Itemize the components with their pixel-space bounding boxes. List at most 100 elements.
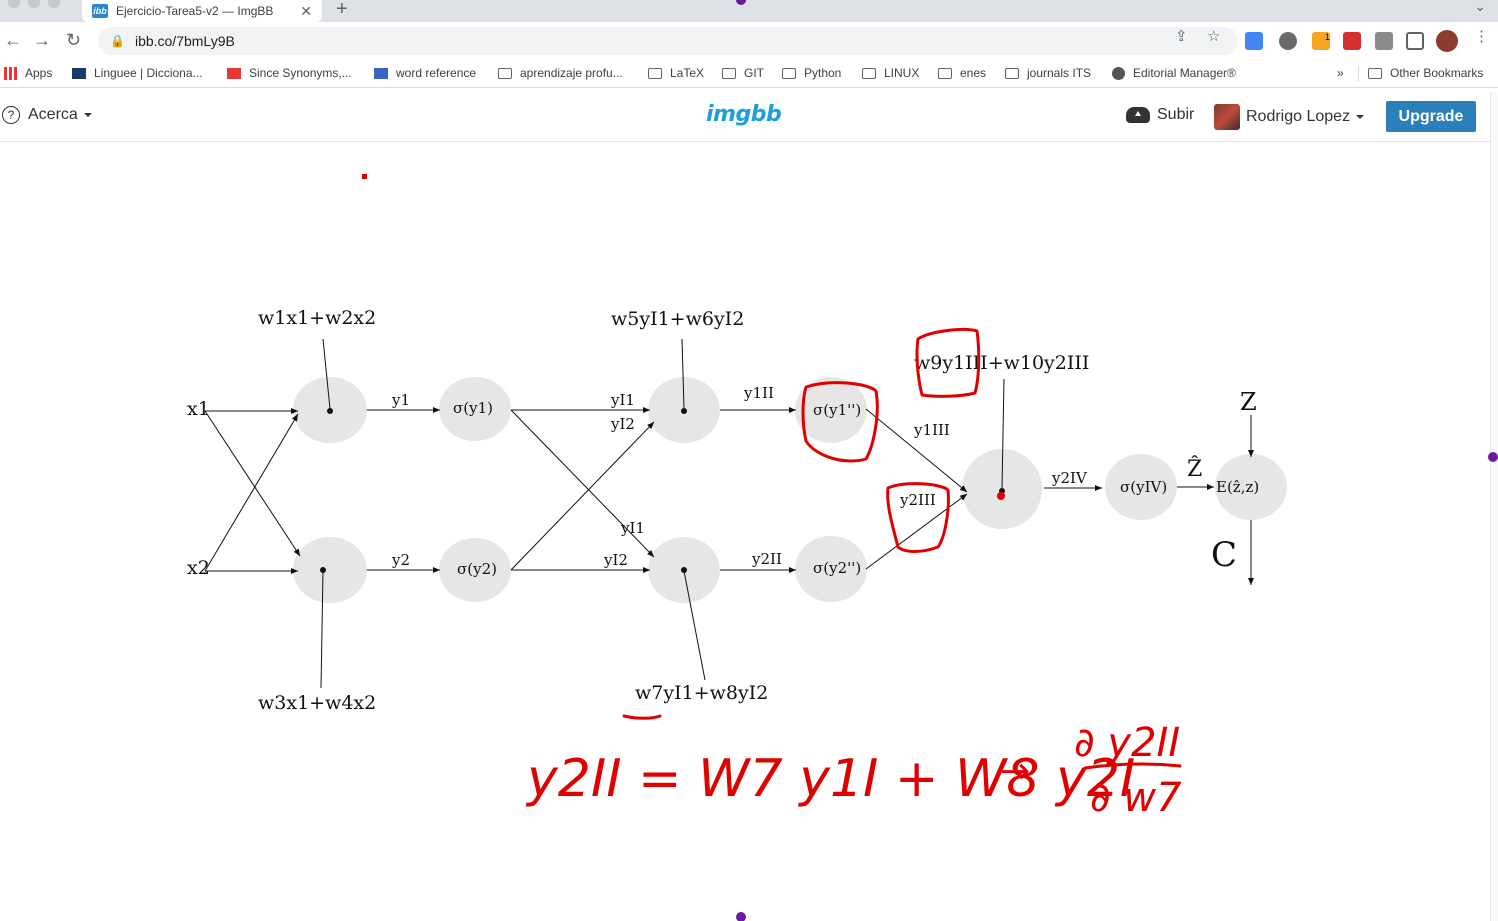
synonyms-icon bbox=[227, 67, 241, 79]
sigma-y1-label: σ(y1) bbox=[453, 399, 493, 417]
folder-icon bbox=[1005, 67, 1019, 79]
bookmark-editorial-manager[interactable]: Editorial Manager® bbox=[1112, 66, 1236, 80]
window-resize-handle[interactable] bbox=[1488, 452, 1498, 462]
tab-strip: ibb Ejercicio-Tarea5-v2 — ImgBB ✕ + ⌄ bbox=[0, 0, 1498, 22]
lock-icon: 🔒 bbox=[110, 34, 125, 48]
target-z-label: Z bbox=[1240, 388, 1257, 416]
y2IV-label: y2IV bbox=[1051, 469, 1088, 487]
profile-avatar-icon[interactable] bbox=[1436, 30, 1458, 52]
browser-tab[interactable]: ibb Ejercicio-Tarea5-v2 — ImgBB ✕ bbox=[82, 0, 322, 22]
imgbb-logo[interactable]: imgbb bbox=[706, 102, 782, 127]
folder-icon bbox=[1368, 67, 1382, 79]
sum1-label: w1x1+w2x2 bbox=[258, 307, 376, 329]
handwritten-numerator: ∂ y2II bbox=[1074, 720, 1180, 766]
side-panel-icon[interactable] bbox=[1406, 32, 1424, 50]
bookmark-label: aprendizaje profu... bbox=[520, 66, 623, 80]
highlight-w9y1 bbox=[915, 327, 981, 398]
bookmark-wordreference[interactable]: word reference bbox=[374, 66, 476, 80]
y1III-label: y1III bbox=[913, 421, 950, 439]
bookmark-other-bookmarks[interactable]: Other Bookmarks bbox=[1368, 66, 1483, 80]
bookmark-folder-journals[interactable]: journals ITS bbox=[1005, 66, 1091, 80]
browser-toolbar: ← → ↻ 🔒 ibb.co/7bmLy9B ⇪ ☆ 1 ⋮ bbox=[0, 22, 1498, 60]
handwritten-denominator: ∂ w7 bbox=[1090, 775, 1182, 821]
bookmark-label: Editorial Manager® bbox=[1133, 66, 1236, 80]
bookmark-folder-aprendizaje[interactable]: aprendizaje profu... bbox=[498, 66, 623, 80]
sigma-yIV-label: σ(yIV) bbox=[1120, 478, 1167, 496]
tab-search-chevron-icon[interactable]: ⌄ bbox=[1474, 0, 1486, 14]
bookmark-folder-python[interactable]: Python bbox=[782, 66, 841, 80]
stray-red-mark bbox=[362, 174, 367, 179]
translate-extension-icon[interactable] bbox=[1245, 32, 1263, 50]
bookmarks-bar: Apps Linguee | Dicciona... Since Synonym… bbox=[0, 60, 1498, 88]
bookmark-linguee[interactable]: Linguee | Dicciona... bbox=[72, 66, 203, 80]
bookmark-star-icon[interactable]: ☆ bbox=[1207, 28, 1221, 45]
about-menu[interactable]: ? Acerca bbox=[2, 106, 92, 124]
bookmark-folder-git[interactable]: GIT bbox=[722, 66, 764, 80]
fraction-bar bbox=[1083, 762, 1182, 770]
user-menu[interactable]: Rodrigo Lopez bbox=[1214, 104, 1365, 130]
bookmark-folder-enes[interactable]: enes bbox=[938, 66, 986, 80]
bookmark-folder-latex[interactable]: LaTeX bbox=[648, 66, 704, 80]
prediction-z-hat-label: Ẑ bbox=[1187, 455, 1202, 482]
input-x1-label: x1 bbox=[187, 398, 210, 420]
error-label: E(ẑ,z) bbox=[1216, 478, 1259, 496]
tab-title: Ejercicio-Tarea5-v2 — ImgBB bbox=[116, 4, 274, 18]
help-circle-icon: ? bbox=[2, 106, 20, 124]
site-header: ? Acerca imgbb Subir Rodrigo Lopez Upgra… bbox=[0, 92, 1498, 142]
bookmark-label: GIT bbox=[744, 66, 764, 80]
folder-icon bbox=[938, 67, 952, 79]
apps-grid-icon bbox=[4, 66, 17, 80]
address-bar[interactable]: 🔒 ibb.co/7bmLy9B bbox=[98, 27, 1238, 55]
network-nodes bbox=[293, 377, 1287, 603]
sum-node-2 bbox=[293, 537, 367, 603]
y2-edge-label: y2 bbox=[391, 551, 410, 569]
sigma-y2-label: σ(y2) bbox=[457, 560, 497, 578]
activation-node-3 bbox=[795, 377, 867, 443]
bookmark-label: word reference bbox=[396, 66, 477, 80]
window-resize-handle[interactable] bbox=[736, 912, 746, 921]
activation-node-4 bbox=[795, 536, 867, 602]
node-dots bbox=[320, 408, 1005, 573]
y2II-label: y2II bbox=[751, 550, 782, 568]
error-node bbox=[1215, 454, 1287, 520]
share-icon[interactable]: ⇪ bbox=[1175, 28, 1188, 45]
upgrade-button[interactable]: Upgrade bbox=[1386, 101, 1476, 132]
close-tab-icon[interactable]: ✕ bbox=[300, 2, 312, 19]
handwritten-arrow: → bbox=[1000, 751, 1030, 792]
folder-icon bbox=[722, 67, 736, 79]
url-text: ibb.co/7bmLy9B bbox=[134, 33, 235, 49]
about-label: Acerca bbox=[28, 106, 78, 123]
bookmark-divider bbox=[1358, 66, 1359, 82]
user-name: Rodrigo Lopez bbox=[1246, 108, 1351, 125]
forward-icon[interactable]: → bbox=[33, 30, 51, 50]
cloud-upload-icon bbox=[1126, 107, 1150, 123]
bookmark-since-synonyms[interactable]: Since Synonyms,... bbox=[227, 66, 352, 80]
upload-label: Subir bbox=[1157, 106, 1195, 123]
kebab-menu-icon[interactable]: ⋮ bbox=[1474, 28, 1489, 45]
yI2-top-label: yI2 bbox=[610, 415, 635, 433]
sigma-y1pp-label: σ(y1'') bbox=[813, 401, 861, 419]
wordreference-icon bbox=[374, 67, 388, 79]
extension-red-icon[interactable] bbox=[1343, 32, 1361, 50]
back-icon[interactable]: ← bbox=[4, 30, 22, 50]
reload-icon[interactable]: ↻ bbox=[66, 30, 82, 50]
window-resize-handle[interactable] bbox=[736, 0, 746, 5]
activation-node-1 bbox=[439, 377, 511, 441]
y1II-label: y1II bbox=[743, 384, 774, 402]
caret-down-icon bbox=[1356, 115, 1365, 119]
extension-icon[interactable] bbox=[1279, 32, 1297, 50]
bookmarks-overflow[interactable]: » bbox=[1337, 66, 1344, 80]
new-tab-icon[interactable]: + bbox=[336, 0, 348, 20]
bookmark-label: enes bbox=[960, 66, 987, 80]
caret-down-icon bbox=[83, 113, 92, 117]
highlight-y2III bbox=[886, 482, 950, 553]
activation-node-2 bbox=[439, 538, 511, 602]
bookmark-folder-linux[interactable]: LINUX bbox=[862, 66, 919, 80]
bookmark-apps[interactable]: Apps bbox=[4, 66, 52, 80]
extension-badge-icon[interactable]: 1 bbox=[1312, 32, 1330, 50]
page-scrollbar[interactable] bbox=[1490, 92, 1498, 921]
window-controls[interactable] bbox=[8, 0, 60, 8]
activation-node-5 bbox=[1105, 454, 1177, 520]
upload-button[interactable]: Subir bbox=[1126, 106, 1194, 124]
puzzle-icon[interactable] bbox=[1375, 32, 1393, 50]
